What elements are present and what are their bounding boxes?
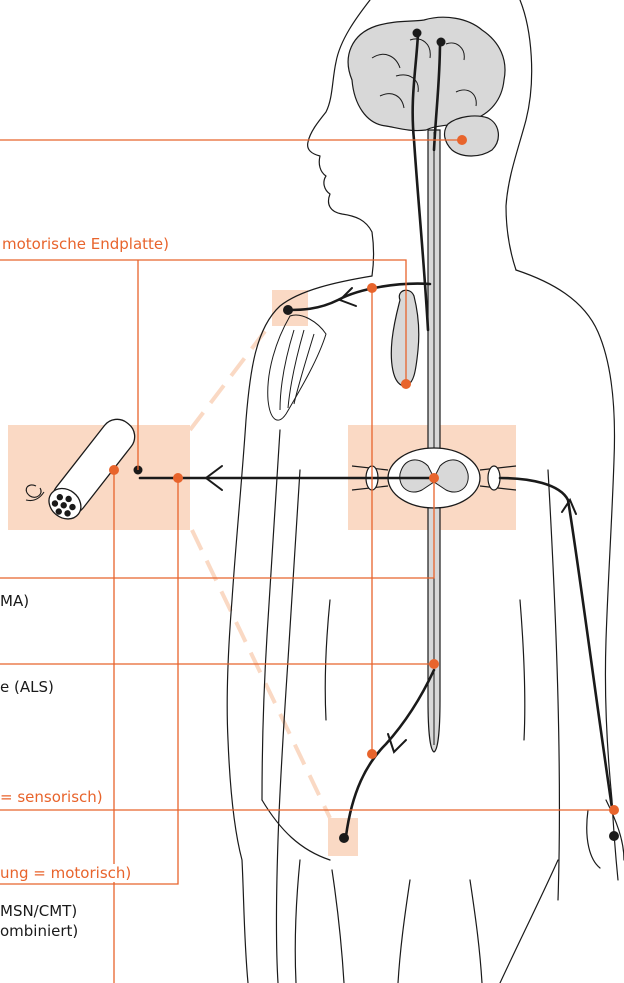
dot-organ	[401, 379, 411, 389]
shoulder-terminal	[283, 305, 293, 315]
leader-endplate	[0, 260, 406, 384]
label-motor: ung = motorisch)	[0, 864, 131, 882]
brain-cell-2	[437, 38, 446, 47]
right-shoulder-arm	[516, 270, 618, 880]
dot-spinal-center	[429, 473, 439, 483]
label-als: e (ALS)	[0, 678, 54, 696]
dot-motor-axon	[173, 473, 183, 483]
brain-shape	[348, 17, 505, 130]
leg-terminal	[339, 833, 349, 843]
label-hmsn: MSN/CMT)	[0, 902, 77, 920]
leg-left-outer	[295, 860, 300, 983]
chest-lines	[325, 600, 525, 740]
muscle-fibers	[280, 330, 314, 410]
motor-neuron-leg	[346, 670, 434, 836]
nerve-stub-right	[488, 466, 500, 490]
dot-hand	[609, 805, 619, 815]
hand-terminal	[609, 831, 619, 841]
muscle-outline	[268, 315, 326, 420]
cerebellum-icon	[445, 116, 499, 156]
dot-shoulder-nerve	[367, 283, 377, 293]
dot-cerebellum	[457, 135, 467, 145]
zoom-guides	[190, 322, 330, 818]
label-sensory: = sensorisch)	[0, 788, 103, 806]
label-sma: MA)	[0, 592, 29, 610]
brain-cell-1	[413, 29, 422, 38]
hip-line	[262, 800, 558, 983]
dot-fiber	[109, 465, 119, 475]
arrow-shoulder	[340, 288, 356, 306]
leader-lines	[0, 140, 614, 983]
label-endplate: motorische Endplatte)	[2, 235, 169, 253]
zoom-guide-lower	[192, 530, 330, 818]
label-combined: ombiniert)	[0, 922, 78, 940]
brain-icon	[348, 17, 505, 156]
dot-leg-nerve	[367, 749, 377, 759]
left-inner-arm	[262, 430, 280, 800]
organ-shape	[391, 290, 418, 386]
dot-als	[429, 659, 439, 669]
leg-inner-lines	[332, 870, 482, 983]
head-back	[506, 0, 532, 270]
shoulder-muscle-icon	[268, 315, 326, 420]
right-torso	[548, 470, 560, 900]
